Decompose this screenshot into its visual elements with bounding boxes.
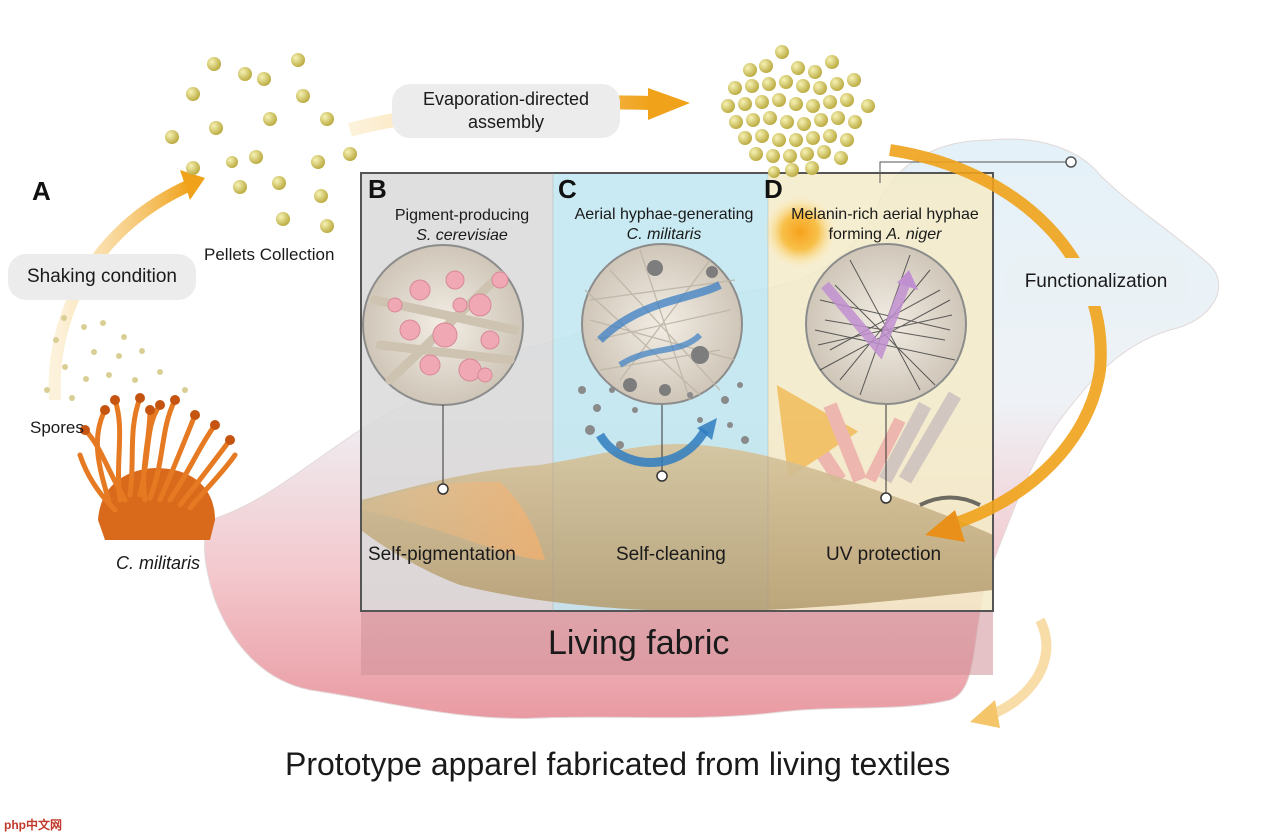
callout-connector-line	[879, 161, 1070, 183]
panel-c-letter: C	[558, 174, 577, 204]
panel-d-letter: D	[764, 174, 783, 204]
living-fabric-band	[361, 611, 993, 675]
panel-c-title-line2: C. militaris	[626, 226, 702, 243]
functionalization-arrow	[889, 144, 1107, 531]
pellet-cluster-icon	[721, 45, 875, 178]
c-militaris-fungus-icon	[77, 393, 238, 540]
evaporation-assembly-label: Evaporation-directed assembly	[392, 84, 620, 138]
panel-a-letter: A	[32, 176, 51, 206]
evaporation-line1: Evaporation-directed	[422, 89, 590, 109]
functionalization-text: Functionalization	[1024, 271, 1168, 292]
sun-icon	[764, 196, 836, 268]
dark-hyphae-strip	[919, 495, 981, 507]
evaporation-line2: assembly	[467, 112, 545, 132]
panel-d-title-line2: A. niger	[886, 226, 942, 243]
c-militaris-label: C. militaris	[116, 553, 200, 573]
cleaning-flow-arrow-icon	[596, 427, 709, 467]
spores-icon	[44, 315, 188, 401]
fabric-surface-wave	[361, 444, 993, 612]
panel-b-letter: B	[368, 174, 387, 204]
prototype-arrow	[988, 617, 1052, 720]
functionalization-label: Functionalization	[1004, 258, 1188, 306]
prototype-apparel-caption: Prototype apparel fabricated from living…	[285, 746, 951, 782]
panel-c-title: Aerial hyphae-generating C. militaris	[554, 205, 774, 245]
panel-d-title-line1: Melanin-rich aerial hyphae	[791, 206, 979, 223]
watermark-logo: php中文网	[4, 818, 62, 832]
shaking-condition-label: Shaking condition	[8, 254, 196, 300]
panel-b-title-line1: Pigment-producing	[394, 207, 530, 224]
panel-c-title-line1: Aerial hyphae-generating	[574, 206, 754, 223]
panel-d-title-prefix: forming	[828, 226, 887, 243]
panel-c-function: Self-cleaning	[616, 544, 726, 565]
yeast-pigment-magnifier-icon	[362, 244, 524, 495]
dirt-particles-icon	[578, 382, 749, 449]
pellets-scattered-icon	[165, 53, 357, 233]
panel-d-title: Melanin-rich aerial hyphae forming A. ni…	[770, 205, 1000, 245]
panel-b-function: Self-pigmentation	[368, 544, 516, 565]
melanin-hyphae-magnifier-icon	[805, 243, 967, 504]
pigment-peach-layer	[361, 481, 545, 560]
uv-rays-icon	[776, 385, 962, 484]
pellets-collection-label: Pellets Collection	[204, 245, 335, 264]
panel-b-title: Pigment-producing S. cerevisiae	[372, 206, 552, 246]
panels-frame	[360, 172, 994, 612]
shaking-condition-text: Shaking condition	[27, 266, 177, 287]
panel-b-title-line2: S. cerevisiae	[416, 227, 508, 244]
spores-label: Spores	[30, 418, 84, 437]
panel-d-function: UV protection	[826, 544, 942, 565]
living-fabric-label: Living fabric	[548, 624, 730, 662]
hyphae-cleaning-magnifier-icon	[581, 243, 743, 482]
